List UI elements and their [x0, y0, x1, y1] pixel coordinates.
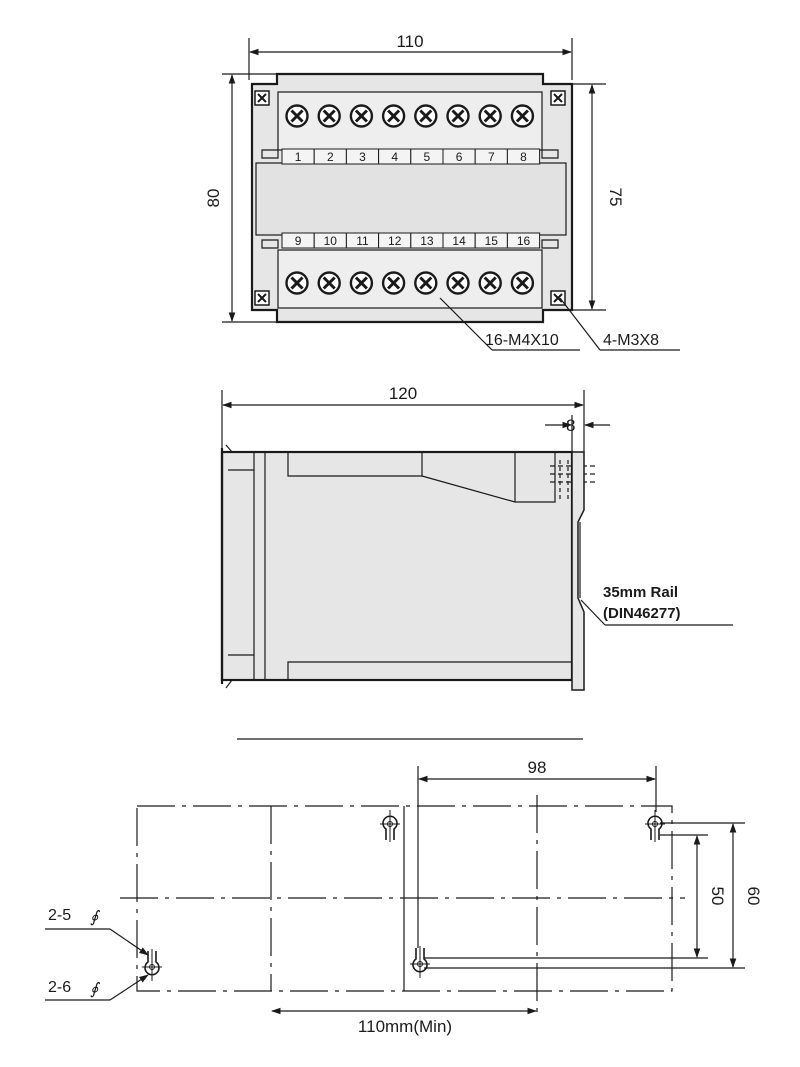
- terminal-number: 4: [391, 150, 398, 164]
- terminal-screw: [414, 104, 438, 128]
- corner-mount-screw: [254, 290, 270, 306]
- mounting-view: 98 50 60 110mm(Min) 2-5 ∮ 2-6 ∮: [45, 758, 763, 1036]
- screw-row-top: [285, 104, 535, 128]
- leader-screw: [439, 297, 493, 351]
- front-tab: [225, 444, 233, 453]
- leader-hole-top: [109, 928, 149, 956]
- terminal-number: 8: [520, 150, 527, 164]
- terminal-screw: [317, 271, 341, 295]
- notch-top: [261, 149, 559, 159]
- terminal-screw: [349, 271, 374, 295]
- leader-rail: [580, 599, 606, 626]
- terminal-screw: [381, 104, 406, 128]
- dim-label-width: 110: [396, 32, 423, 51]
- terminal-number-row-bottom: 9 10 11 12 13 14 15 16: [281, 232, 541, 249]
- side-view: 120 8 35mm Rail (DIN46277): [220, 384, 733, 691]
- keyhole-mount: [645, 810, 665, 842]
- top-rib: [287, 452, 423, 477]
- dim-label-hole-spacing: 98: [528, 758, 547, 777]
- bottom-terminal-panel: [277, 249, 543, 309]
- terminal-number: 11: [356, 234, 369, 248]
- middle-band: [255, 162, 567, 236]
- terminal-number: 1: [295, 150, 302, 164]
- corner-screws: [254, 90, 566, 306]
- callout-screws: 16-M4X10: [485, 332, 559, 349]
- terminal-screw: [510, 104, 535, 128]
- terminal-number: 9: [295, 234, 302, 248]
- dim-label-vertical-outer: 60: [744, 887, 763, 906]
- terminal-screw: [285, 271, 309, 295]
- terminal-screw: [285, 104, 309, 128]
- dim-label-length: 120: [389, 384, 417, 403]
- corner-mount-screw: [550, 290, 566, 306]
- corner-mount-screw: [254, 90, 270, 106]
- terminal-screw: [510, 271, 535, 295]
- terminal-number: 16: [517, 234, 531, 248]
- terminal-cell: [506, 232, 541, 249]
- terminal-screw: [446, 104, 470, 128]
- terminal-screw: [381, 271, 406, 295]
- hole-label-top: 2-5: [48, 907, 71, 924]
- keyhole-mount: [410, 946, 430, 978]
- terminal-screw: [349, 104, 374, 128]
- front-tab: [225, 679, 233, 689]
- callout-mount: 4-M3X8: [603, 332, 659, 349]
- terminal-number: 10: [324, 234, 338, 248]
- terminal-number: 5: [424, 150, 431, 164]
- slope-rib: [421, 452, 556, 503]
- terminal-number: 12: [388, 234, 402, 248]
- corner-mount-screw: [550, 90, 566, 106]
- terminal-screw: [414, 271, 438, 295]
- terminal-number: 6: [456, 150, 463, 164]
- bottom-rib: [287, 661, 572, 680]
- hole-label-bottom: 2-6: [48, 979, 71, 996]
- keyhole-mount: [380, 810, 400, 842]
- leader-mount: [559, 297, 601, 351]
- terminal-screw: [478, 271, 502, 295]
- diameter-symbol-bottom: ∮: [90, 981, 101, 998]
- dim-label-min-width: 110mm(Min): [358, 1017, 452, 1036]
- side-view-body: [220, 450, 574, 682]
- keyhole-mount: [142, 949, 162, 981]
- terminal-number: 13: [420, 234, 434, 248]
- din-rail-clip: [571, 451, 585, 691]
- terminal-number: 15: [485, 234, 499, 248]
- terminal-number: 7: [488, 150, 495, 164]
- terminal-number: 2: [327, 150, 334, 164]
- dim-label-height-outer: 80: [204, 189, 223, 208]
- terminal-cell: [506, 148, 541, 165]
- dim-label-height-inner: 75: [606, 188, 625, 207]
- mounting-holes: [142, 810, 665, 981]
- dim-label-rail-offset: 8: [566, 416, 575, 435]
- screw-row-bottom: [285, 271, 535, 295]
- terminal-screw: [446, 271, 470, 295]
- rail-label-line1: 35mm Rail: [603, 584, 678, 601]
- terminal-number-row-top: 1 2 3 4 5 6 7 8: [281, 148, 541, 165]
- terminal-screw: [478, 104, 502, 128]
- leader-hole-bottom: [109, 974, 149, 1001]
- dim-label-vertical-inner: 50: [708, 887, 727, 906]
- terminal-number: 14: [452, 234, 466, 248]
- terminal-number: 3: [359, 150, 366, 164]
- top-terminal-panel: [277, 91, 543, 151]
- rail-label-line2: (DIN46277): [603, 605, 681, 622]
- terminal-screw: [317, 104, 341, 128]
- notch-bottom: [261, 239, 559, 249]
- diameter-symbol-top: ∮: [90, 909, 101, 926]
